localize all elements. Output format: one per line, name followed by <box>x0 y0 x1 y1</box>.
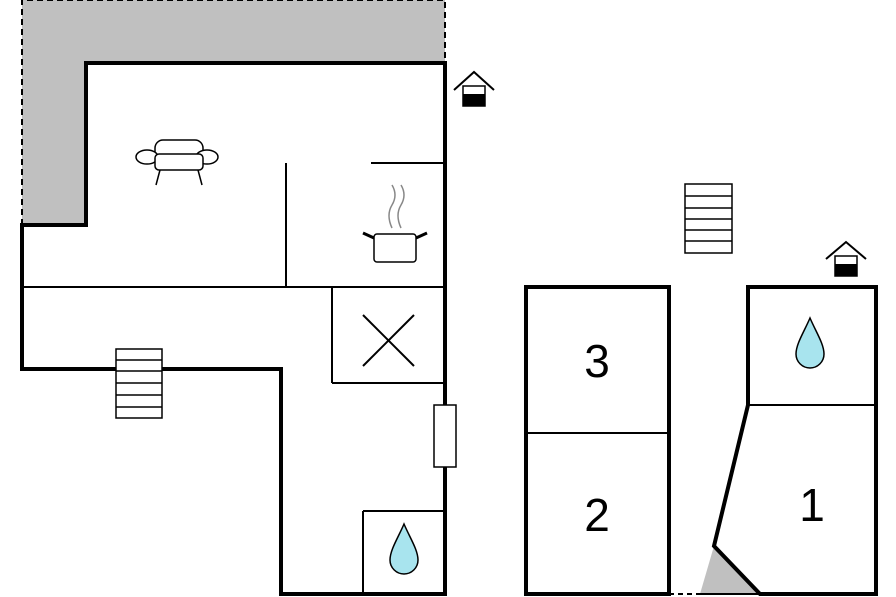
left-interior-walls <box>22 162 445 594</box>
entrance-icon <box>825 240 867 277</box>
entrance-icon <box>453 70 495 107</box>
room-label: 2 <box>584 489 610 541</box>
sofa-icon <box>135 139 219 186</box>
water-drop-icon <box>795 316 825 369</box>
x-mark-icon <box>362 314 415 367</box>
right-building <box>669 285 878 596</box>
stairs-icon <box>115 348 163 419</box>
window-icon <box>433 404 457 468</box>
left-building-walls <box>20 61 447 596</box>
room-label: 3 <box>584 335 610 387</box>
terrace-area <box>21 0 446 225</box>
water-drop-icon <box>389 522 419 575</box>
middle-building <box>524 285 671 596</box>
room-label: 1 <box>799 479 825 531</box>
stairs-icon <box>684 183 733 254</box>
cooking-pot-icon <box>362 184 428 263</box>
